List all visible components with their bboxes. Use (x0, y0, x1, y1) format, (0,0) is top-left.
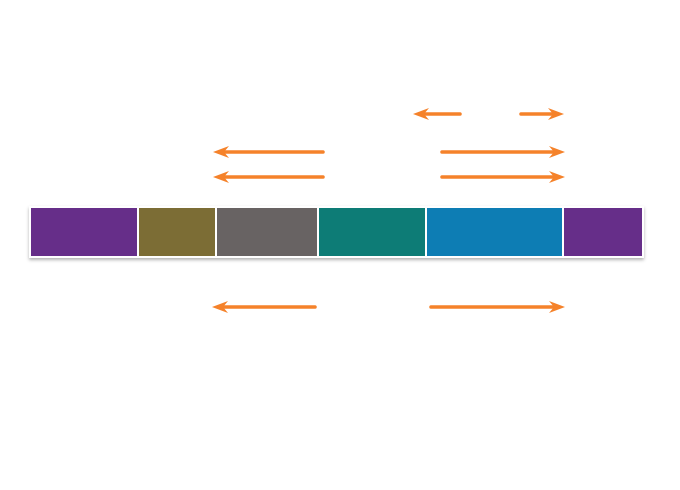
segment-4 (317, 206, 427, 258)
segmented-bar (29, 206, 644, 258)
segment-1 (29, 206, 139, 258)
segment-2 (137, 206, 217, 258)
segment-5 (425, 206, 564, 258)
arrow-left-icon (212, 301, 317, 313)
arrow-right-icon (440, 171, 565, 183)
arrow-right-icon (519, 108, 564, 120)
arrow-group (212, 108, 565, 313)
arrow-left-icon (213, 171, 325, 183)
segment-3 (215, 206, 319, 258)
arrow-right-icon (440, 146, 565, 158)
arrow-left-icon (413, 108, 462, 120)
segment-6 (562, 206, 644, 258)
arrow-right-icon (429, 301, 565, 313)
arrow-left-icon (213, 146, 325, 158)
